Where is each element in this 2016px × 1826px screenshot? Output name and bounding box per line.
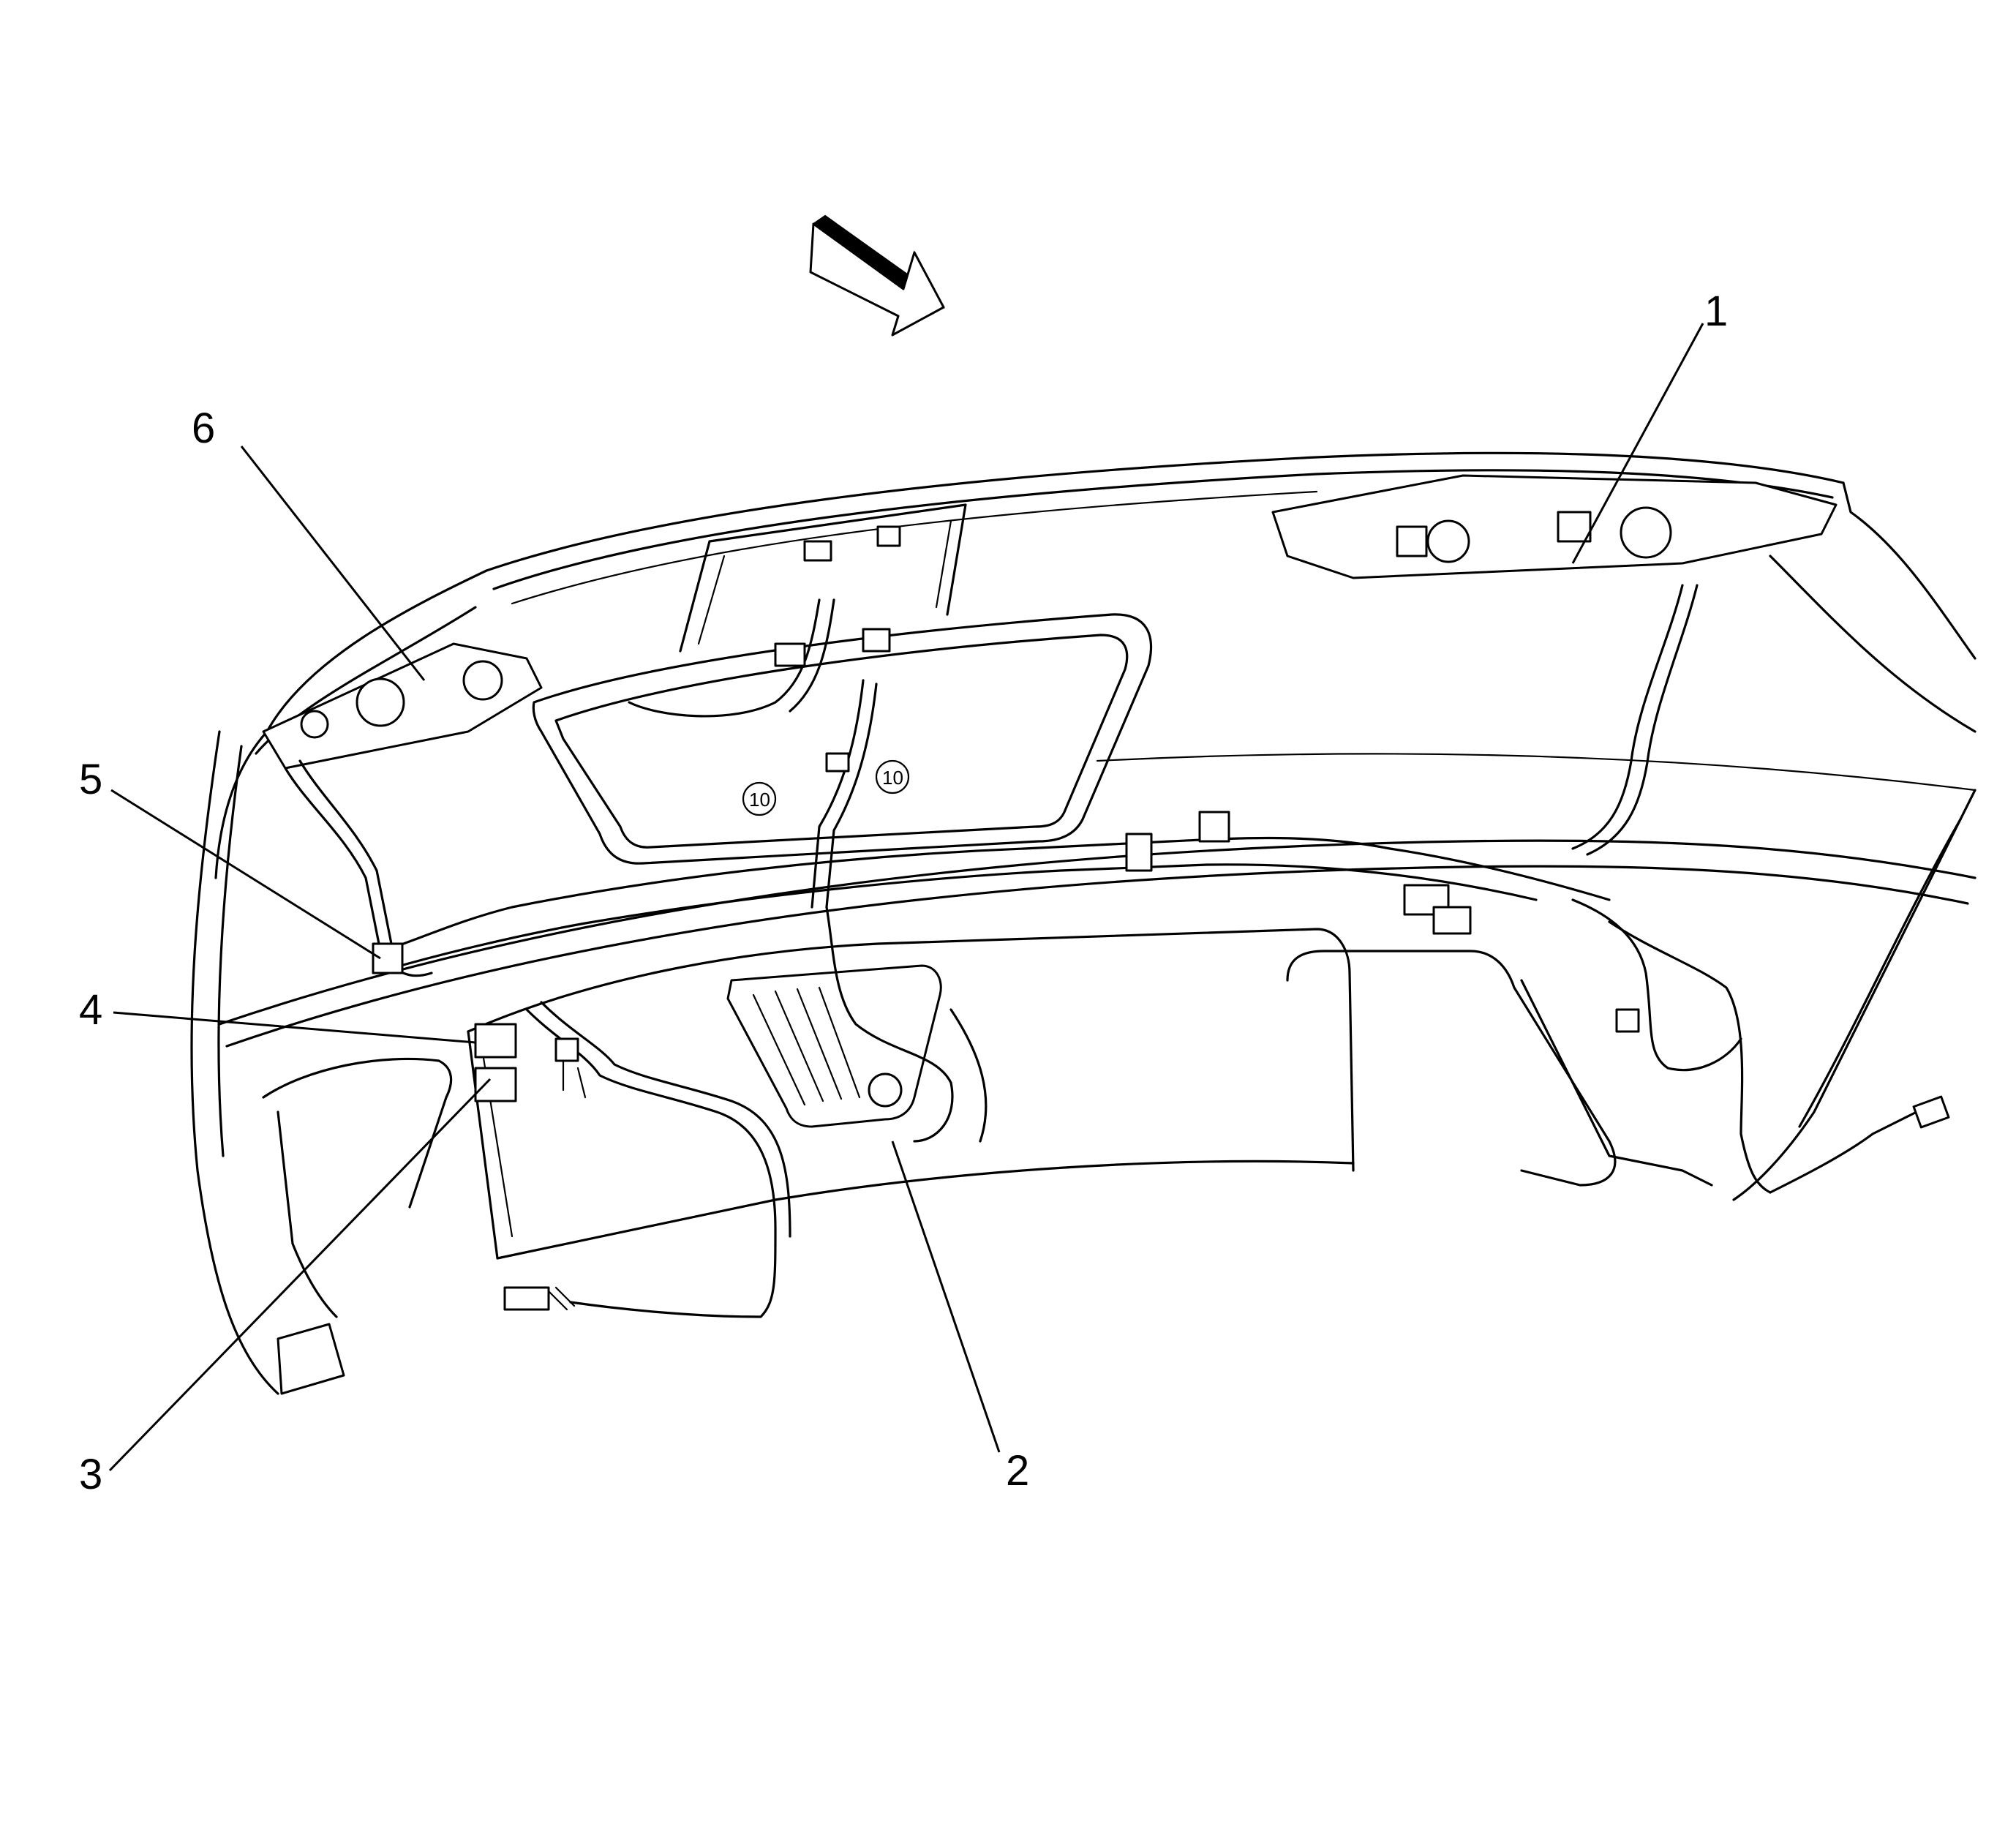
wiring-harness xyxy=(284,584,1950,1318)
callout-2: 2 xyxy=(1006,1447,1029,1495)
callout-5: 5 xyxy=(79,756,102,803)
fog-lamp xyxy=(726,964,942,1128)
callout-4: 4 xyxy=(79,986,102,1034)
right-tail-lamp xyxy=(1271,474,1838,579)
plate-badge-right: 10 xyxy=(875,759,910,794)
license-plate-pocket: 10 10 xyxy=(532,613,1153,865)
center-bracket xyxy=(679,503,967,653)
left-connectors xyxy=(372,942,587,1102)
callout-leaders xyxy=(108,323,1704,1472)
left-lower-pocket xyxy=(262,1057,453,1318)
right-lower-pocket xyxy=(1286,950,1713,1187)
plate-badge-left: 10 xyxy=(742,781,777,816)
callout-3: 3 xyxy=(79,1451,102,1498)
callout-6: 6 xyxy=(192,405,215,452)
svg-text:10: 10 xyxy=(749,789,770,811)
left-tail-lamp xyxy=(262,642,543,770)
svg-text:10: 10 xyxy=(882,767,903,789)
bumper-fascia xyxy=(190,451,1976,1395)
callout-1: 1 xyxy=(1704,288,1728,335)
view-direction-arrow-icon xyxy=(809,214,945,337)
right-connectors xyxy=(1125,811,1640,1033)
center-connectors xyxy=(774,525,901,773)
